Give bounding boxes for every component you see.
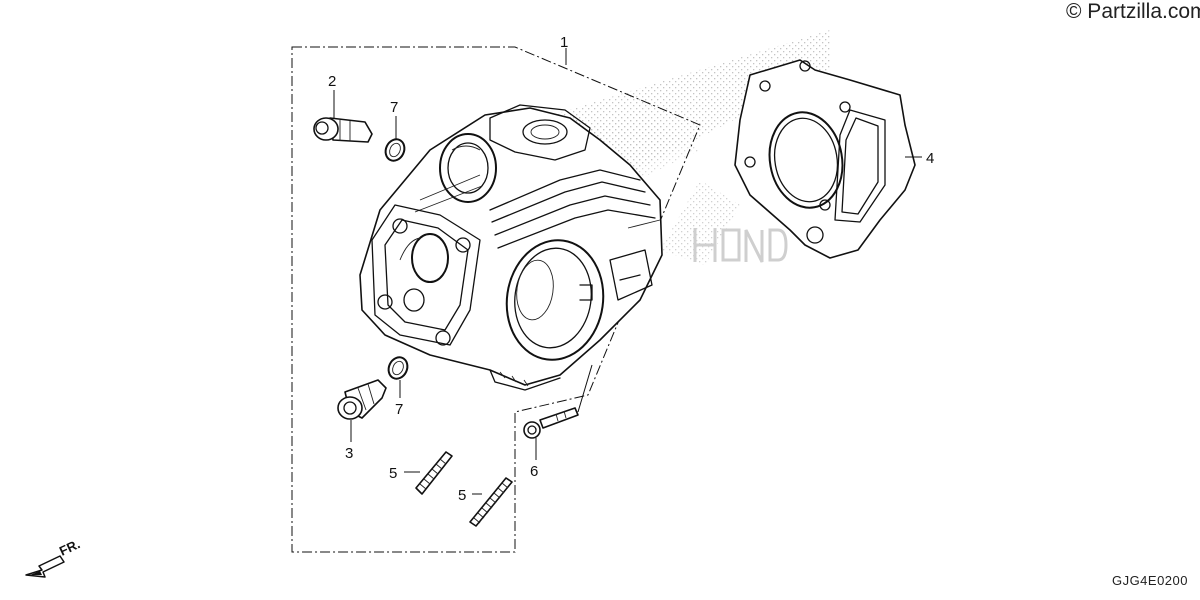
leader-lines — [333, 48, 922, 495]
callout-4[interactable]: 4 — [926, 150, 934, 167]
diagram-code: GJG4E0200 — [1111, 573, 1188, 588]
upper-inspection-plug-part[interactable] — [313, 117, 373, 143]
callout-7-upper[interactable]: 7 — [390, 99, 398, 116]
lower-inspection-plug-part[interactable] — [337, 379, 387, 420]
stud-bolt-right-part[interactable] — [469, 477, 513, 527]
front-direction-arrow-icon — [25, 555, 65, 578]
cylinder-head-part[interactable] — [359, 104, 663, 391]
o-ring-upper-part[interactable] — [382, 136, 408, 164]
flange-bolt-part[interactable] — [523, 407, 579, 439]
stud-bolt-left-part[interactable] — [415, 451, 453, 495]
front-direction-label: FR. — [57, 536, 82, 558]
callout-3[interactable]: 3 — [345, 445, 353, 462]
cylinder-head-gasket-part[interactable] — [734, 59, 916, 259]
callout-5-right[interactable]: 5 — [458, 487, 466, 504]
callout-5-left[interactable]: 5 — [389, 465, 397, 482]
copyright-watermark: © Partzilla.com — [1066, 0, 1200, 23]
callout-6[interactable]: 6 — [530, 463, 538, 480]
assembly-boundary-outline — [291, 46, 701, 553]
o-ring-lower-part[interactable] — [385, 354, 411, 382]
callout-7-lower[interactable]: 7 — [395, 401, 403, 418]
callout-1[interactable]: 1 — [560, 34, 568, 51]
callout-2[interactable]: 2 — [328, 73, 336, 90]
